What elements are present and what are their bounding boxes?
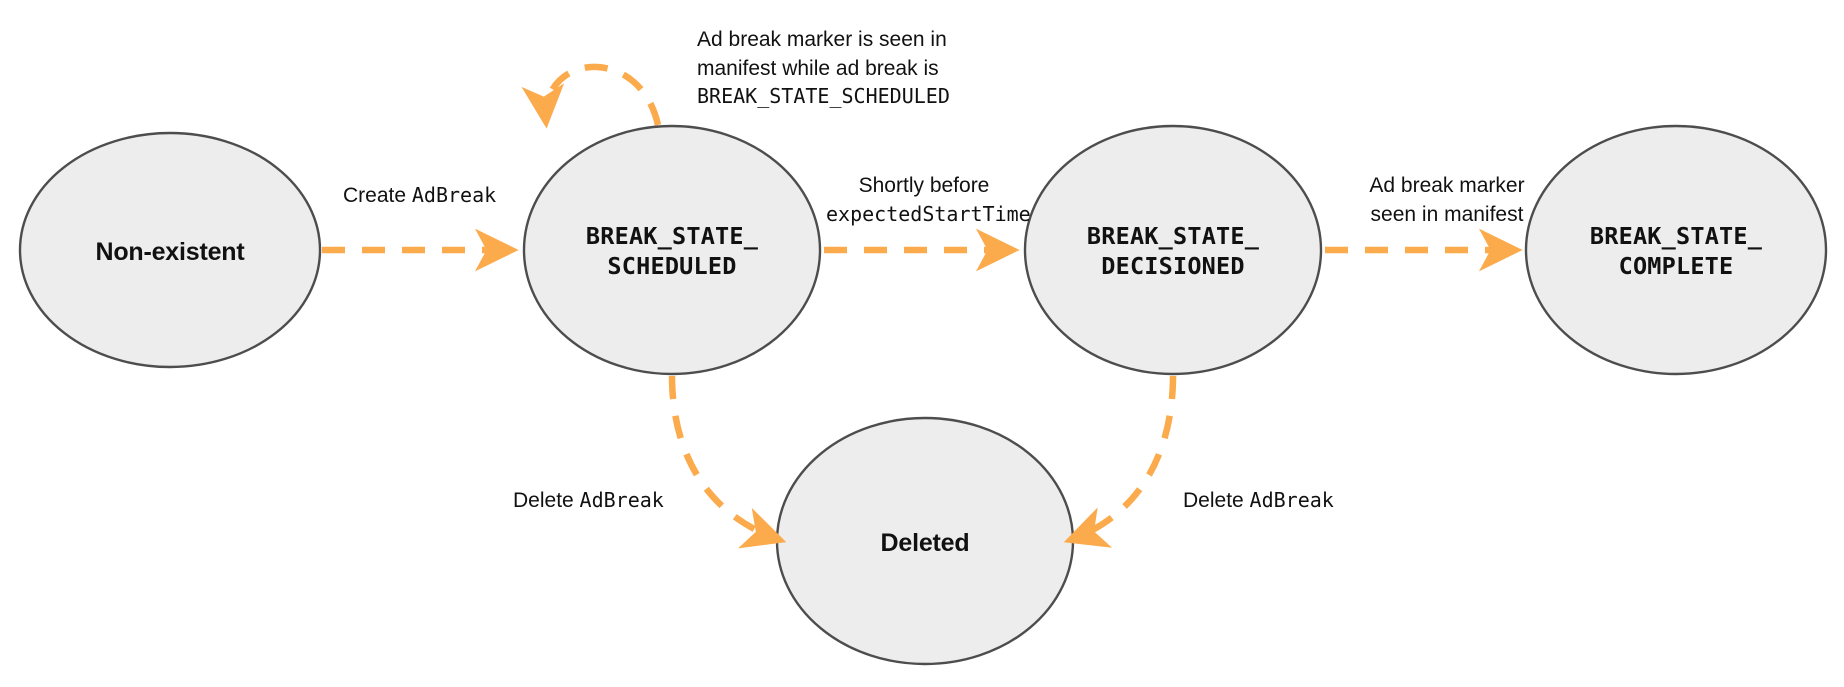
- node-non-existent[interactable]: [18, 131, 322, 369]
- node-shape-non-existent: [18, 131, 322, 369]
- node-shape-break-state-scheduled: [522, 124, 822, 376]
- edge-ad-break-marker-self-loop: [521, 63, 662, 129]
- node-shape-break-state-complete: [1524, 124, 1828, 376]
- node-break-state-complete[interactable]: [1524, 124, 1828, 376]
- node-break-state-decisioned[interactable]: [1023, 124, 1323, 376]
- node-break-state-scheduled[interactable]: [522, 124, 822, 376]
- node-shape-break-state-decisioned: [1023, 124, 1323, 376]
- edge-delete-adbreak-from-scheduled: [668, 375, 787, 549]
- node-deleted[interactable]: [775, 416, 1075, 666]
- edge-delete-adbreak-from-decisioned: [1063, 375, 1177, 548]
- node-shape-deleted: [775, 416, 1075, 666]
